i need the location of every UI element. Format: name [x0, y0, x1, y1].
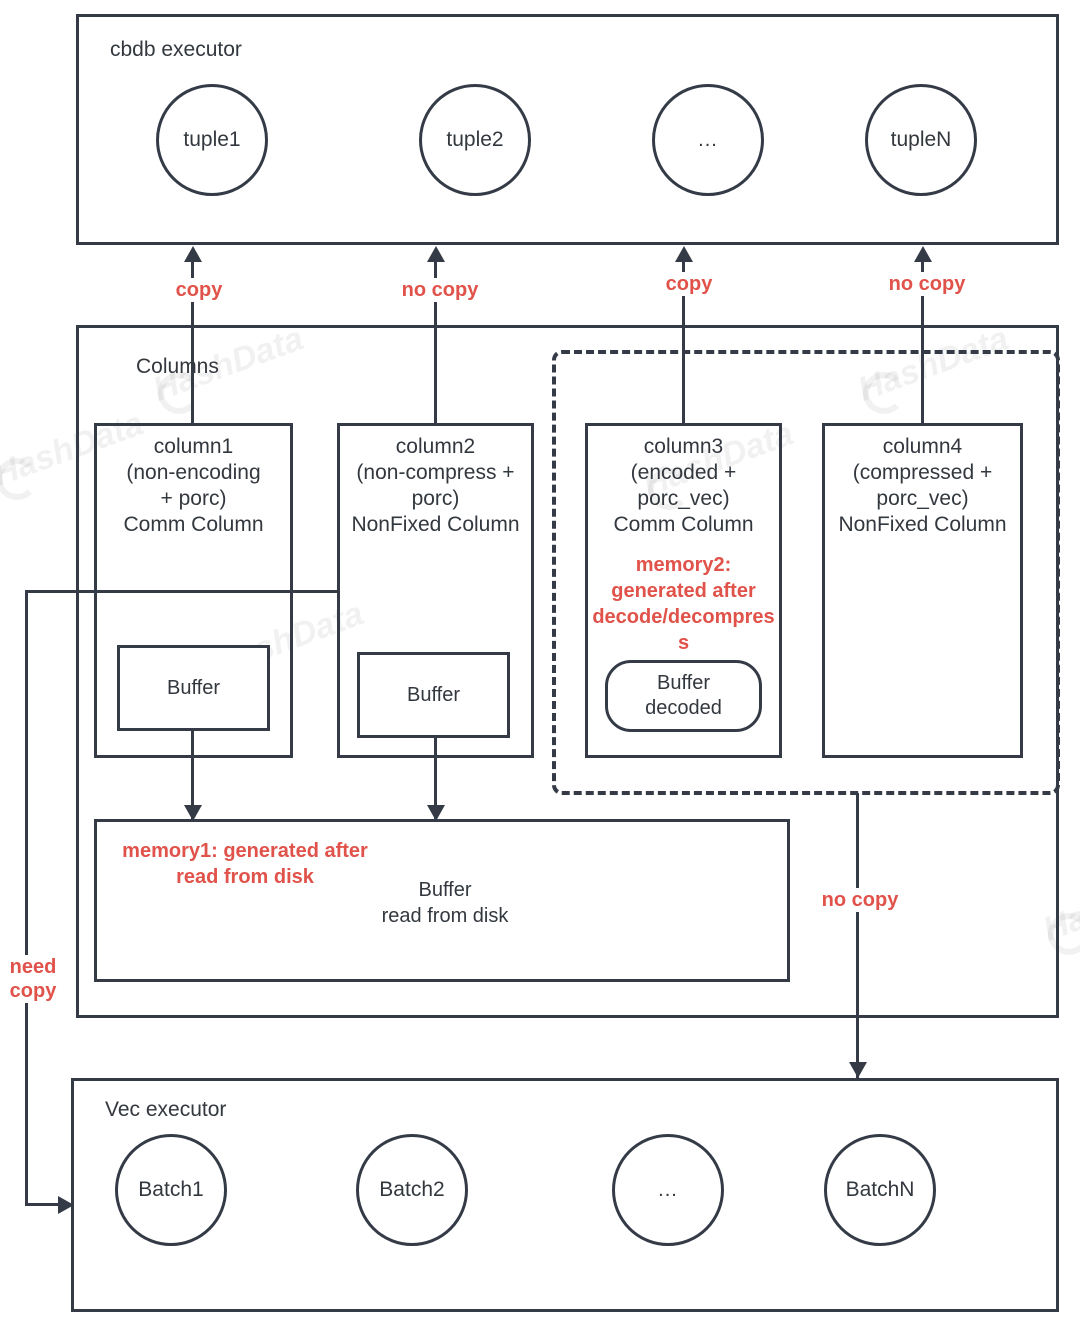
arrow-up-icon	[184, 246, 202, 262]
edge-label-need-copy: need copy	[0, 955, 66, 1003]
connector-buffer2-to-memory1	[434, 738, 437, 819]
arrow-down-icon	[184, 805, 202, 821]
buffer-decoded-box-column3[interactable]: Buffer decoded	[605, 660, 762, 732]
vec-executor-title: Vec executor	[105, 1098, 227, 1121]
tuple-node[interactable]: ...	[652, 84, 764, 196]
watermark-ring-icon	[0, 458, 38, 500]
batch-node[interactable]: Batch2	[356, 1134, 468, 1246]
arrow-right-icon	[58, 1196, 74, 1214]
memory1-buffer-panel[interactable]	[94, 819, 790, 982]
arrow-down-icon	[849, 1062, 867, 1078]
edge-label-nocopy-2: no copy	[873, 272, 981, 296]
column-label: column2 (non-compress + porc) NonFixed C…	[351, 435, 520, 536]
arrow-up-icon	[427, 246, 445, 262]
connector-column2-to-tuple2	[434, 262, 437, 424]
tuple-node[interactable]: tuple1	[156, 84, 268, 196]
edge-label-copy-1: copy	[160, 278, 238, 302]
vec-executor-panel	[71, 1078, 1059, 1312]
tuple-node[interactable]: tuple2	[419, 84, 531, 196]
column-card-column2[interactable]: column2 (non-compress + porc) NonFixed C…	[337, 423, 534, 758]
columns-title: Columns	[136, 355, 219, 378]
tuple-node[interactable]: tupleN	[865, 84, 977, 196]
batch-node[interactable]: ...	[612, 1134, 724, 1246]
connector-needcopy-bottom	[25, 1203, 62, 1206]
vectorized-columns-dashed-region	[552, 350, 1060, 795]
column-label: column1 (non-encoding + porc) Comm Colum…	[123, 435, 264, 536]
connector-needcopy-top	[25, 590, 337, 593]
column-card-column1[interactable]: column1 (non-encoding + porc) Comm Colum…	[94, 423, 293, 758]
memory2-note: memory2: generated after decode/decompre…	[592, 554, 775, 654]
column-label: column3 (encoded + porc_vec) Comm Column	[613, 435, 754, 536]
connector-column3-to-tuple3	[682, 262, 685, 424]
buffer-box-column1[interactable]: Buffer	[117, 645, 270, 731]
memory1-note: memory1: generated after read from disk	[122, 840, 368, 888]
connector-column4-to-tuplen	[921, 262, 924, 424]
column-card-column3[interactable]: column3 (encoded + porc_vec) Comm Column…	[585, 423, 782, 758]
buffer-box-column2[interactable]: Buffer	[357, 652, 510, 738]
connector-dashed-to-vecexecutor	[856, 793, 859, 1081]
edge-label-copy-2: copy	[650, 272, 728, 296]
arrow-up-icon	[675, 246, 693, 262]
arrow-up-icon	[914, 246, 932, 262]
connector-buffer1-to-memory1	[191, 731, 194, 819]
connector-needcopy-vertical	[25, 590, 28, 1205]
batch-node[interactable]: Batch1	[115, 1134, 227, 1246]
edge-label-nocopy-1: no copy	[386, 278, 494, 302]
arrow-down-icon	[427, 805, 445, 821]
batch-node[interactable]: BatchN	[824, 1134, 936, 1246]
connector-column1-to-tuple1	[191, 262, 194, 424]
column-card-column4[interactable]: column4 (compressed + porc_vec) NonFixed…	[822, 423, 1023, 758]
memory1-buffer-label: Buffer read from disk	[381, 879, 509, 927]
column-label: column4 (compressed + porc_vec) NonFixed…	[838, 435, 1007, 536]
cbdb-executor-panel	[76, 14, 1059, 245]
edge-label-no-copy-right: no copy	[806, 888, 914, 912]
cbdb-executor-title: cbdb executor	[110, 38, 242, 61]
